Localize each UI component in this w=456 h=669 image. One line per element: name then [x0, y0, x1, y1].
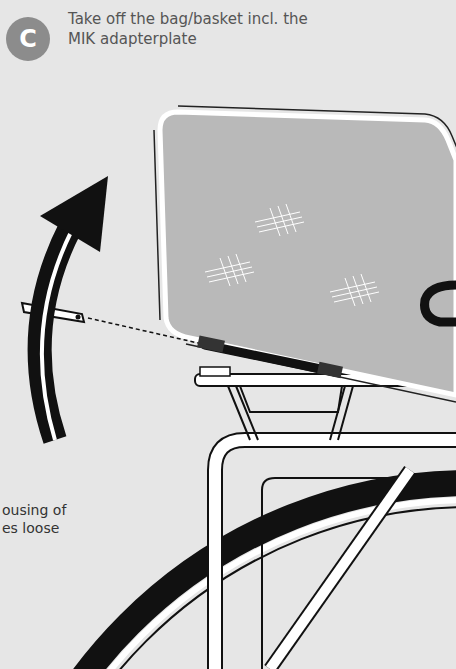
step-letter: C	[19, 27, 37, 51]
bag	[154, 106, 456, 402]
rotation-arrow	[40, 176, 108, 440]
note-text: ousing of es loose	[2, 502, 82, 537]
mik-adapterplate	[197, 335, 343, 378]
frame	[215, 440, 456, 669]
step-badge: C	[6, 17, 50, 61]
instruction-text: Take off the bag/basket incl. the MIK ad…	[68, 10, 318, 49]
